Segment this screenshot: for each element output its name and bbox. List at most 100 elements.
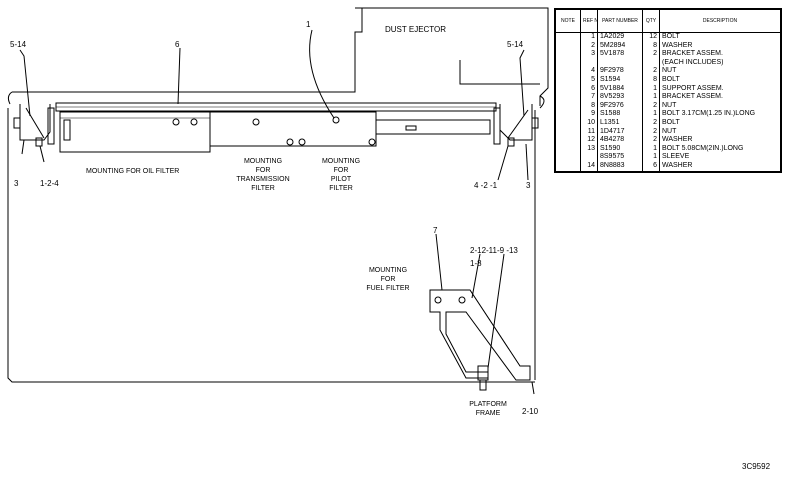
- row-note: [555, 153, 581, 162]
- svg-text:FRAME: FRAME: [476, 410, 501, 417]
- row-qty: 6: [642, 161, 660, 172]
- row-part-number: 9F2976: [597, 101, 643, 111]
- row-ref-no: [580, 153, 598, 162]
- label-platform-frame: PLATFORM FRAME: [469, 401, 507, 417]
- row-note: [555, 136, 581, 145]
- svg-text:MOUNTING: MOUNTING: [244, 158, 282, 165]
- callout-1-8: 1-8: [470, 259, 482, 268]
- row-ref-no: 1: [580, 32, 598, 42]
- callout-3-left: 3: [14, 179, 19, 188]
- transmission-pilot-mount: [209, 111, 377, 147]
- svg-text:FUEL FILTER: FUEL FILTER: [366, 285, 409, 292]
- row-qty: 1: [642, 93, 660, 102]
- svg-text:MOUNTING: MOUNTING: [322, 158, 360, 165]
- svg-text:PLATFORM: PLATFORM: [469, 401, 507, 408]
- row-note: [555, 161, 581, 172]
- parts-table-header: NOTE REF NO PART NUMBER QTY DESCRIPTION: [555, 9, 781, 33]
- svg-text:MOUNTING: MOUNTING: [369, 267, 407, 274]
- callout-5-14-left: 5-14: [10, 40, 27, 49]
- row-description: (EACH INCLUDES): [659, 58, 781, 68]
- parts-list-table: NOTE REF NO PART NUMBER QTY DESCRIPTION …: [554, 8, 782, 173]
- row-note: [555, 93, 581, 102]
- row-qty: 8: [642, 41, 660, 51]
- row-part-number: 5V1884: [597, 84, 643, 94]
- label-mounting-fuel: MOUNTING FOR FUEL FILTER: [366, 267, 409, 292]
- row-ref-no: 11: [580, 127, 598, 137]
- fuel-filter-bracket: [429, 289, 531, 381]
- row-part-number: 8N8883: [597, 161, 643, 172]
- row-ref-no: 13: [580, 144, 598, 154]
- row-description: WASHER: [659, 41, 781, 51]
- row-note: [555, 75, 581, 85]
- row-description: NUT: [659, 101, 781, 111]
- svg-text:PILOT: PILOT: [331, 176, 352, 183]
- row-qty: 2: [642, 136, 660, 145]
- row-qty: 2: [642, 50, 660, 59]
- row-description: BRACKET ASSEM.: [659, 93, 781, 102]
- row-qty: 2: [642, 118, 660, 128]
- row-part-number: 4B4278: [597, 136, 643, 145]
- svg-text:FOR: FOR: [381, 276, 396, 283]
- callout-1-2-4: 1-2-4: [40, 179, 59, 188]
- row-ref-no: 10: [580, 118, 598, 128]
- callout-3-right: 3: [526, 181, 531, 190]
- header-note: NOTE: [555, 9, 581, 33]
- row-ref-no: 8: [580, 101, 598, 111]
- svg-text:TRANSMISSION: TRANSMISSION: [236, 176, 289, 183]
- header-qty: QTY: [642, 9, 660, 33]
- row-note: [555, 41, 581, 51]
- row-description: NUT: [659, 67, 781, 76]
- callout-2-12-11-9-13: 2-12-11-9 -13: [470, 246, 518, 255]
- row-qty: 1: [642, 84, 660, 94]
- row-ref-no: 14: [580, 161, 598, 172]
- row-description: WASHER: [659, 136, 781, 145]
- row-ref-no: 4: [580, 67, 598, 76]
- row-description: WASHER: [659, 161, 781, 172]
- row-note: [555, 110, 581, 119]
- callout-7: 7: [433, 226, 438, 235]
- row-part-number: 9F2978: [597, 67, 643, 76]
- row-qty: 8: [642, 75, 660, 85]
- row-ref-no: 5: [580, 75, 598, 85]
- row-description: BOLT 5.08CM(2IN.)LONG: [659, 144, 781, 154]
- row-part-number: S1590: [597, 144, 643, 154]
- panel-outline: [7, 7, 549, 383]
- row-qty: 2: [642, 101, 660, 111]
- row-note: [555, 32, 581, 42]
- header-description: DESCRIPTION: [659, 9, 781, 33]
- svg-text:FOR: FOR: [256, 167, 271, 174]
- row-ref-no: 7: [580, 93, 598, 102]
- row-part-number: 5V1878: [597, 50, 643, 59]
- row-description: BRACKET ASSEM.: [659, 50, 781, 59]
- row-part-number: 5M2894: [597, 41, 643, 51]
- row-description: NUT: [659, 127, 781, 137]
- row-qty: [642, 58, 660, 68]
- label-mounting-oil: MOUNTING FOR OIL FILTER: [86, 168, 179, 175]
- callout-2-10: 2-10: [522, 407, 539, 416]
- row-note: [555, 67, 581, 76]
- row-note: [555, 84, 581, 94]
- row-description: SLEEVE: [659, 153, 781, 162]
- row-part-number: 1A2029: [597, 32, 643, 42]
- row-part-number: S1594: [597, 75, 643, 85]
- row-description: BOLT: [659, 118, 781, 128]
- row-ref-no: [580, 58, 598, 68]
- row-part-number: [597, 58, 643, 68]
- row-note: [555, 58, 581, 68]
- callout-5-14-right: 5-14: [507, 40, 524, 49]
- table-row: (EACH INCLUDES): [555, 58, 781, 68]
- row-qty: 1: [642, 153, 660, 162]
- left-bracket: [19, 104, 51, 141]
